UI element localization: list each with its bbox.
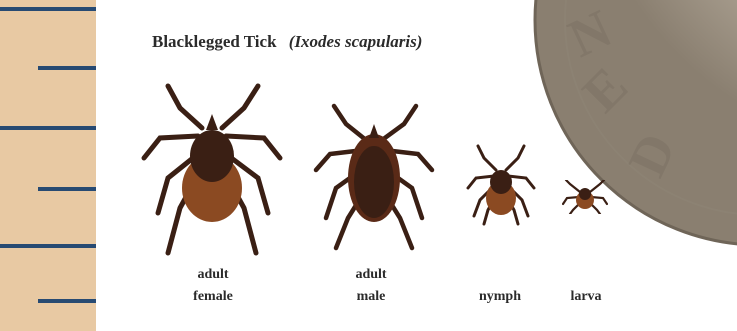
tick-nymph-image: [466, 144, 536, 226]
ruler: [0, 0, 96, 331]
svg-text:E: E: [571, 56, 639, 124]
label-adult-male: adult male: [338, 264, 404, 308]
label-line1: nymph: [468, 286, 532, 308]
title: Blacklegged Tick (Ixodes scapularis): [152, 32, 422, 52]
svg-text:N: N: [560, 0, 621, 69]
common-name: Blacklegged Tick: [152, 32, 277, 51]
label-line2: female: [178, 286, 248, 308]
tick-adult-female-image: [140, 78, 285, 258]
ruler-mark: [0, 126, 96, 130]
label-adult-female: adult female: [178, 264, 248, 308]
ruler-mark: [38, 187, 96, 191]
svg-text:D: D: [616, 124, 687, 185]
label-larva: larva: [556, 286, 616, 308]
label-line1: adult: [178, 264, 248, 286]
ruler-mark: [38, 299, 96, 303]
ruler-mark: [0, 7, 96, 11]
tick-adult-male-image: [312, 102, 437, 252]
label-line1: adult: [338, 264, 404, 286]
label-line2: male: [338, 286, 404, 308]
tick-larva-image: [562, 180, 608, 214]
ruler-mark: [0, 244, 96, 248]
label-nymph: nymph: [468, 286, 532, 308]
ruler-mark: [38, 66, 96, 70]
label-line1: larva: [556, 286, 616, 308]
scientific-name: (Ixodes scapularis): [289, 32, 423, 51]
